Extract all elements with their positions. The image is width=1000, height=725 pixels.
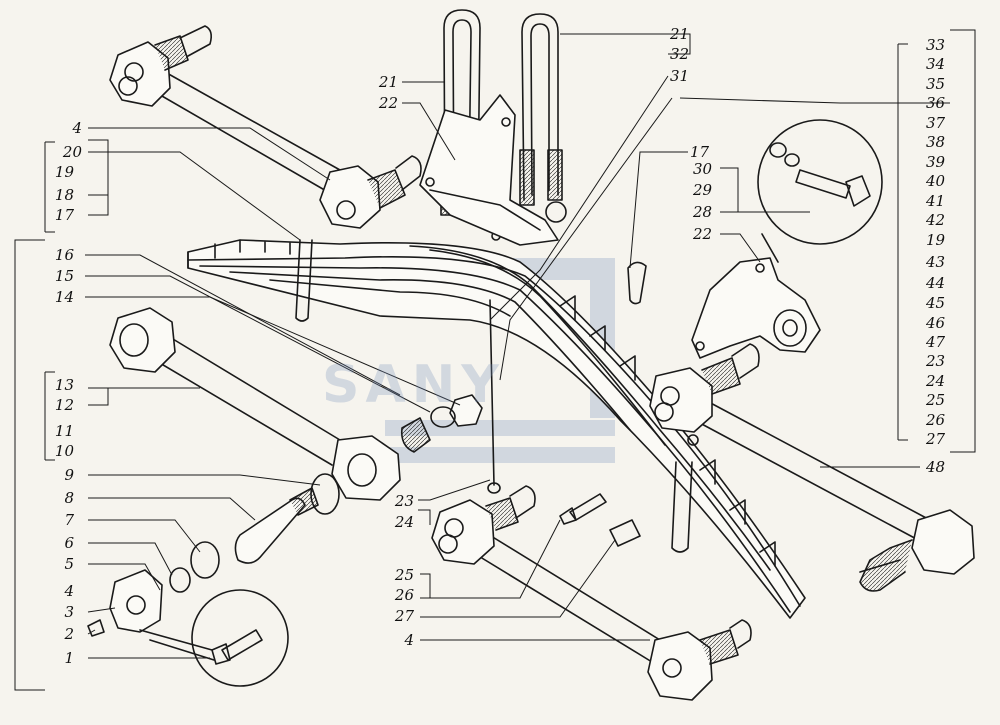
- callout-9: 9: [64, 466, 74, 484]
- callout-8: 8: [64, 489, 74, 507]
- callout-29: 29: [693, 181, 713, 199]
- callout-24-right: 24: [926, 372, 946, 390]
- reaction-rod-lower: [431, 485, 752, 701]
- callout-25-bottom: 25: [394, 566, 414, 584]
- callout-4-lower: 4: [64, 582, 74, 600]
- callout-2: 2: [64, 625, 74, 643]
- callout-12: 12: [54, 396, 74, 414]
- callout-33: 33: [926, 36, 946, 54]
- reaction-rod-upper-left: [109, 25, 422, 229]
- callout-26-right: 26: [926, 411, 946, 429]
- callout-41: 41: [926, 192, 946, 210]
- callout-4-upper: 4: [72, 119, 82, 137]
- callout-16: 16: [54, 246, 74, 264]
- callout-40: 40: [926, 172, 946, 190]
- callout-42: 42: [926, 211, 946, 229]
- callout-46: 46: [926, 314, 946, 332]
- callout-17: 17: [54, 206, 74, 224]
- callout-4-bottom: 4: [404, 631, 414, 649]
- callout-23-bottom: 23: [394, 492, 414, 510]
- callout-45: 45: [926, 294, 946, 312]
- callout-25-right: 25: [926, 391, 946, 409]
- detail-inset-bolt-left: [139, 589, 289, 687]
- callout-39: 39: [926, 153, 946, 171]
- callout-31: 31: [670, 67, 690, 85]
- callout-11: 11: [54, 422, 74, 440]
- callout-28: 28: [693, 203, 713, 221]
- callout-21-left: 21: [378, 73, 398, 91]
- callout-18: 18: [54, 186, 74, 204]
- callout-34: 34: [926, 55, 946, 73]
- callout-47: 47: [926, 333, 946, 351]
- callout-38: 38: [926, 133, 946, 151]
- callout-1: 1: [64, 649, 74, 667]
- ball-pin-ring: [190, 541, 220, 579]
- detail-inset-bolt-right: [757, 119, 883, 263]
- callout-19: 19: [54, 163, 74, 181]
- callout-19-right: 19: [926, 231, 946, 249]
- callout-48: 48: [926, 458, 946, 476]
- spring-pad-plate: [419, 94, 559, 246]
- u-bolt-right: [519, 13, 567, 223]
- callout-14: 14: [54, 288, 74, 306]
- callout-35: 35: [926, 75, 946, 93]
- callout-23-right: 23: [926, 352, 946, 370]
- callout-5: 5: [64, 555, 74, 573]
- leader-lines: [14, 29, 976, 691]
- callout-22-right: 22: [693, 225, 713, 243]
- callout-20: 20: [62, 143, 82, 161]
- callout-44: 44: [926, 274, 946, 292]
- callout-32: 32: [670, 45, 690, 63]
- callout-26-bottom: 26: [394, 586, 414, 604]
- callout-22-top: 22: [378, 94, 398, 112]
- reaction-rod-middle-left: [87, 307, 483, 637]
- grease-nipple: [87, 619, 105, 637]
- callout-10: 10: [54, 442, 74, 460]
- callout-27-right: 27: [926, 430, 946, 448]
- callout-6: 6: [64, 534, 74, 552]
- callout-21-right: 21: [670, 25, 690, 43]
- callout-37: 37: [926, 114, 946, 132]
- callout-13: 13: [54, 376, 74, 394]
- callout-24-bottom: 24: [394, 513, 414, 531]
- callout-36: 36: [926, 94, 946, 112]
- callout-43: 43: [926, 253, 946, 271]
- callout-27-bottom: 27: [394, 607, 414, 625]
- callout-30: 30: [693, 160, 713, 178]
- watermark-text: SANY: [322, 355, 505, 415]
- dust-boot-ring: [310, 473, 340, 515]
- callout-17-right: 17: [690, 143, 710, 161]
- callout-7: 7: [64, 511, 74, 529]
- callout-15: 15: [54, 267, 74, 285]
- callout-3: 3: [64, 603, 74, 621]
- joint-cover: [109, 569, 163, 633]
- reaction-rod-right: [627, 257, 975, 592]
